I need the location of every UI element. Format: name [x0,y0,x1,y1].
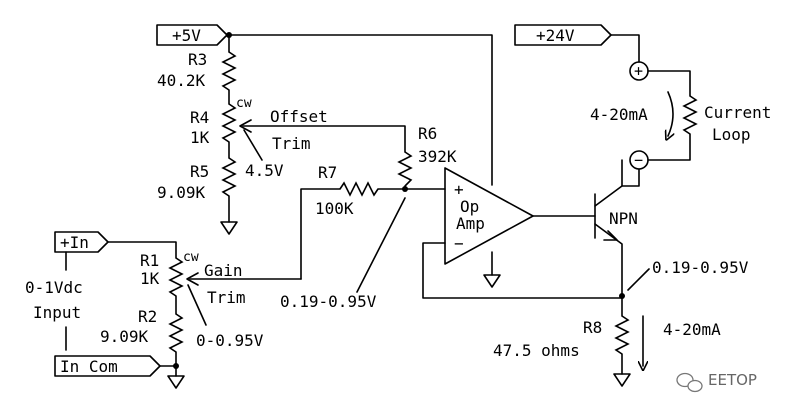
r5-resistor [221,157,237,197]
current-loop-label-loop: Loop [712,125,751,144]
r2-resistor [168,313,184,353]
plus-in-port: +In [54,231,109,253]
svg-text:+In: +In [60,233,89,252]
offset-voltage-leader [243,129,263,161]
r6-ref: R6 [418,124,437,143]
opamp-plus: + [454,180,464,199]
svg-text:+5V: +5V [172,26,201,45]
r1-value: 1K [140,269,160,288]
r7-ref: R7 [318,163,337,182]
emitter-voltage: 0.19-0.95V [652,258,749,277]
ground-symbol [483,274,501,288]
r3-resistor [221,51,237,91]
npn-label: NPN [609,209,638,228]
r8-current: 4-20mA [663,320,721,339]
watermark-text: EETOP [708,371,757,389]
svg-text:In Com: In Com [60,357,118,376]
plus5v-port: +5V [156,24,228,46]
offset-trim-label: Trim [272,134,311,153]
r1-wiper-arrow [186,272,199,286]
r7-resistor [339,181,379,197]
wiper-range-leader [187,284,207,326]
ground-symbol [220,221,238,235]
offset-label: Offset [270,107,328,126]
ground-symbol [613,373,631,387]
junction-dot [173,363,179,369]
opamp-minus: − [454,234,464,253]
input-range: 0-1Vdc [25,278,83,297]
offset-voltage: 4.5V [245,161,284,180]
opamp-symbol [444,167,534,265]
in-com-port: In Com [54,355,161,377]
loop-current-arrow [668,91,673,136]
r4-potentiometer [221,103,237,143]
watermark: EETOP [676,371,757,393]
wechat-icon [676,372,703,393]
emitter-voltage-leader [627,268,650,291]
r1-potentiometer [168,257,184,297]
r4-value: 1K [190,128,210,147]
r4-wiper-arrow [239,119,252,133]
r6-value: 392K [418,147,457,166]
loop-minus-sign: − [634,151,643,169]
ground-symbol [167,375,185,389]
r5-ref: R5 [190,162,209,181]
r3-value: 40.2K [157,71,206,90]
r1-cw: cw [183,250,199,265]
current-loop-label-current: Current [704,103,771,122]
r1-ref: R1 [140,251,159,270]
wiper-range: 0-0.95V [196,331,264,350]
r4-ref: R4 [190,108,209,127]
feedback-wire [422,242,623,299]
plus5v-rail [226,34,493,186]
r8-resistor [614,315,630,355]
opamp-label-amp: Amp [456,214,485,233]
r7-value: 100K [315,199,354,218]
r6-resistor [397,151,413,187]
npn-transistor [594,159,623,297]
r8-ref: R8 [583,318,602,337]
input-label: Input [33,303,81,322]
loop-plus-sign: + [634,62,643,80]
svg-text:+24V: +24V [536,26,575,45]
plus24v-port: +24V [514,24,612,46]
r4-cw: cw [236,96,252,111]
r2-ref: R2 [138,307,157,326]
node-voltage: 0.19-0.95V [280,292,377,311]
r8-value: 47.5 ohms [493,341,580,360]
r3-ref: R3 [188,50,207,69]
r2-value: 9.09K [100,327,149,346]
gain-label: Gain [204,261,243,280]
r4-wiper-line [242,125,406,153]
opamp-label-op: Op [460,197,479,216]
current-loop-resistor [682,95,698,135]
node-voltage-leader [356,197,406,293]
gain-trim-label: Trim [207,288,246,307]
loop-current: 4-20mA [590,105,648,124]
r5-value: 9.09K [157,183,206,202]
